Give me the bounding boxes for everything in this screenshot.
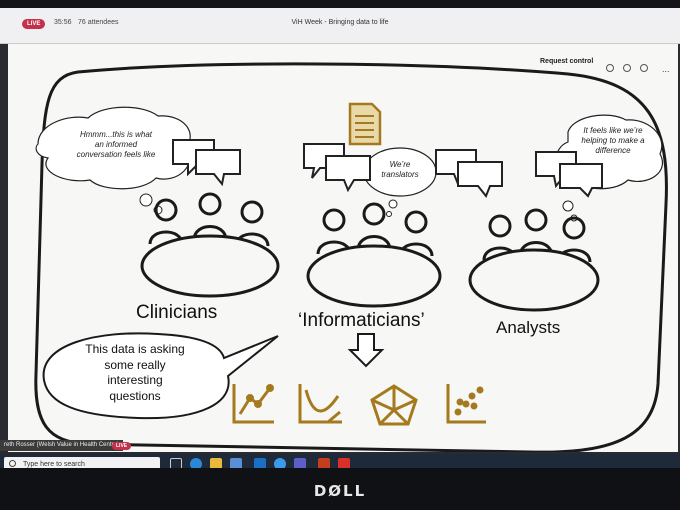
presenter-live-badge: LIVE [112, 442, 132, 450]
store-icon[interactable] [230, 458, 242, 470]
powerpoint-icon[interactable] [318, 458, 330, 470]
thought-line: translators [381, 170, 419, 179]
meeting-header: LIVE 35:56 76 attendees ViH Week - Bring… [0, 8, 680, 44]
windows-taskbar: Type here to search [0, 454, 680, 470]
scatter-chart-icon [446, 384, 486, 424]
line-chart-icon [232, 384, 274, 424]
slide-frame [34, 62, 668, 454]
clinicians-thought: Hmmm...this is what an informed conversa… [56, 130, 176, 160]
thought-cloud-informaticians [363, 147, 437, 217]
thought-line: Hmmm...this is what [79, 130, 152, 139]
info-icon[interactable] [640, 64, 648, 72]
outlook-icon[interactable] [254, 458, 266, 470]
more-options-icon[interactable]: ... [662, 64, 670, 74]
monitor-brand-logo: DØLL [313, 482, 367, 500]
document-icon [348, 102, 382, 146]
file-explorer-icon[interactable] [210, 458, 222, 470]
thought-line: difference [595, 146, 631, 155]
live-badge: LIVE [22, 19, 46, 29]
acrobat-icon[interactable] [338, 458, 350, 470]
presenter-name: reth Rosser (Welsh Value in Health Centr… [0, 440, 123, 451]
chat-icon[interactable] [623, 64, 631, 72]
thought-line: It feels like we’re [583, 126, 643, 135]
thought-cloud-clinicians [35, 106, 191, 215]
down-arrow-icon [347, 333, 385, 368]
speech-line: interesting [107, 373, 163, 388]
speech-line: This data is asking [85, 342, 185, 356]
informaticians-thought: We’re translators [370, 160, 430, 180]
meeting-title: ViH Week - Bringing data to life [291, 19, 389, 26]
search-icon [9, 460, 16, 467]
informaticians-label: ‘Informaticians’ [298, 310, 425, 331]
informaticians-group [306, 202, 442, 308]
speech-bubble [42, 332, 279, 420]
thought-line: conversation feels like [76, 150, 156, 159]
slide-graphics [34, 62, 668, 454]
request-control-button[interactable]: Request control [540, 58, 594, 65]
thought-line: an informed [94, 140, 138, 149]
radar-chart-icon [370, 384, 418, 426]
speech-line: questions [109, 388, 161, 403]
clinicians-label: Clinicians [136, 302, 218, 323]
analysts-group [468, 208, 600, 312]
meeting-controls [606, 64, 648, 72]
clinicians-group [140, 192, 280, 298]
thought-line: We’re [389, 160, 411, 169]
teams-icon[interactable] [294, 458, 306, 470]
speech-bubble-text: This data is asking some really interest… [60, 342, 210, 404]
analysts-thought: It feels like we’re helping to make a di… [568, 126, 658, 156]
monitor-bezel [0, 468, 680, 510]
attendee-count[interactable]: 76 attendees [78, 19, 119, 26]
curve-chart-icon [298, 384, 342, 424]
screen: LIVE 35:56 76 attendees ViH Week - Bring… [0, 8, 680, 470]
analysts-label: Analysts [496, 318, 561, 337]
presentation-slide: Hmmm...this is what an informed conversa… [8, 44, 678, 454]
edge-icon[interactable] [190, 458, 202, 470]
ie-icon[interactable] [274, 458, 286, 470]
meeting-timer: 35:56 [54, 19, 72, 26]
taskbar-search[interactable]: Type here to search [4, 457, 160, 470]
thought-line: helping to make a [581, 136, 645, 145]
chat-bubbles-icon [172, 139, 603, 198]
participants-icon[interactable] [606, 64, 614, 72]
search-placeholder: Type here to search [23, 461, 85, 468]
speech-line: some really [104, 357, 166, 372]
